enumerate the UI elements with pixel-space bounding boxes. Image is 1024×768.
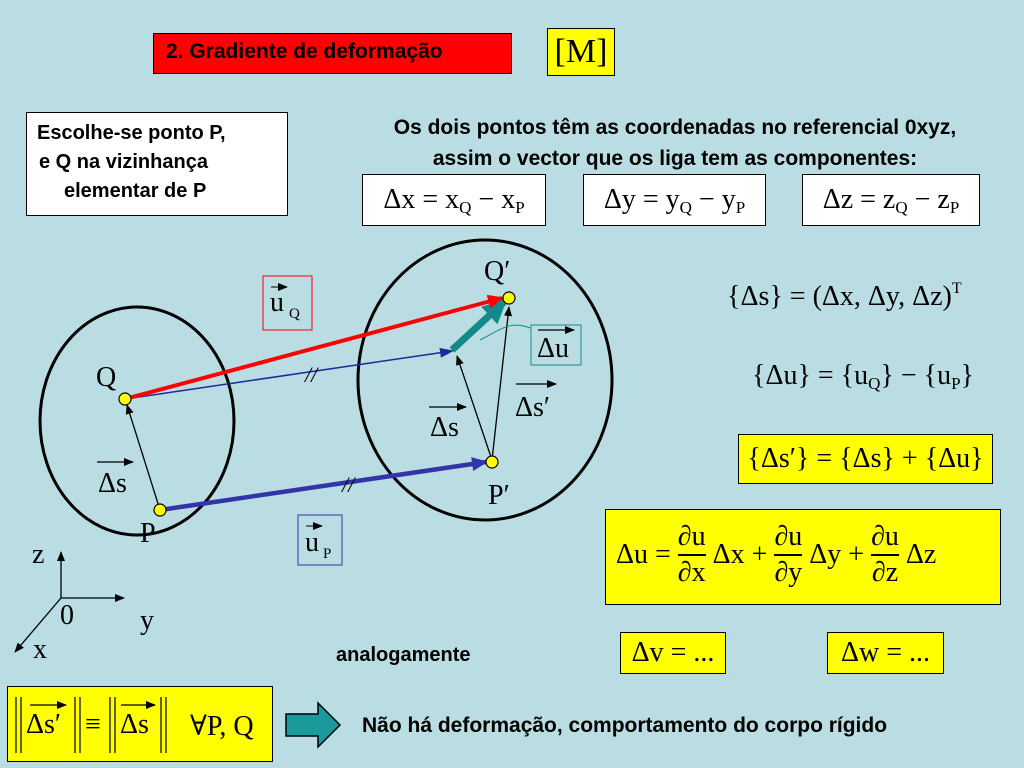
eq-dx-sub-p: P xyxy=(515,198,525,217)
delta-s-arrow xyxy=(125,404,161,511)
label-delta-s-prime: Δs′ xyxy=(515,392,550,423)
analog-text: analogamente xyxy=(336,644,471,666)
eq-gradient-term-dz: Δz xyxy=(905,539,937,570)
delta-s-prime-arrow xyxy=(491,306,512,461)
matrix-symbol: [M] xyxy=(554,33,608,70)
eq-dx-box: Δx = xQ − xP xyxy=(362,174,546,226)
fraction-du-dz-den: ∂z xyxy=(871,557,899,588)
eq-gradient-term-dy: Δy + xyxy=(809,539,865,570)
eq-delta-v: Δv = ... xyxy=(631,637,715,668)
fraction-du-dz-num: ∂u xyxy=(871,520,899,556)
eq-dy-sub-q: Q xyxy=(679,198,692,217)
axis-z-label: z xyxy=(32,539,44,570)
label-up: u xyxy=(305,527,319,558)
delta-s-copy-arrow xyxy=(456,355,493,461)
fraction-du-dx-den: ∂x xyxy=(677,557,706,588)
eq-dx-sub-q: Q xyxy=(459,198,472,217)
parallel-mark-2: // xyxy=(340,472,356,497)
fraction-du-dx: ∂u∂x xyxy=(677,520,706,590)
page-title: 2. Gradiente de deformação xyxy=(166,40,443,63)
label-uq: u xyxy=(270,287,284,318)
fraction-du-dx-num: ∂u xyxy=(677,520,706,556)
choose-line-1: Escolhe-se ponto P, xyxy=(37,122,226,144)
norm-forall: ∀P, Q xyxy=(190,711,254,742)
displacement-up-arrow xyxy=(159,457,488,513)
eq-delta-s-text: {Δs} = (Δx, Δy, Δz) xyxy=(727,281,952,312)
point-p xyxy=(153,503,167,517)
eq-delta-u-part-b: } − {u xyxy=(880,360,952,391)
norm-delta-s: Δs xyxy=(120,709,149,740)
eq-delta-u-sub-p: P xyxy=(951,374,961,393)
body-undeformed-ellipse xyxy=(38,305,236,537)
norm-delta-s-prime: Δs′ xyxy=(26,709,62,740)
axis-x-label: x xyxy=(33,634,47,665)
matrix-symbol-box: [M] xyxy=(547,28,615,76)
delta-u-connector xyxy=(479,324,531,341)
norm-equiv-symbol: ≡ xyxy=(85,709,101,740)
eq-gradient-term-dx: Δx + xyxy=(712,539,768,570)
eq-delta-w: Δw = ... xyxy=(840,637,931,668)
eq-dz-sub-q: Q xyxy=(895,198,908,217)
eq-delta-v-box: Δv = ... xyxy=(620,632,726,674)
fraction-du-dy: ∂u∂y xyxy=(774,520,803,590)
label-q-prime: Q′ xyxy=(484,256,510,287)
eq-gradient-lhs: Δu = xyxy=(616,539,671,570)
eq-norm-box: Δs′ ≡ Δs ∀P, Q xyxy=(7,686,273,762)
eq-delta-u-vector: {Δu} = {uQ} − {uP} xyxy=(752,360,974,394)
eq-delta-u-sub-q: Q xyxy=(868,374,881,393)
choose-line-3: elementar de P xyxy=(64,180,207,202)
eq-dy-box: Δy = yQ − yP xyxy=(583,174,766,226)
point-q-prime xyxy=(502,291,516,305)
label-p-prime: P′ xyxy=(488,480,510,511)
point-q xyxy=(118,392,132,406)
eq-dz-box: Δz = zQ − zP xyxy=(802,174,980,226)
intro-line-2: assim o vector que os liga tem as compon… xyxy=(432,147,918,170)
choose-line-2: e Q na vizinhança xyxy=(39,151,208,173)
axis-y-label: y xyxy=(140,605,154,636)
parallel-mark-1: // xyxy=(303,362,319,387)
eq-gradient-box: Δu = ∂u∂x Δx + ∂u∂y Δy + ∂u∂z Δz xyxy=(605,509,1001,605)
label-uq-sub: Q xyxy=(289,306,300,322)
eq-dx-mid: − x xyxy=(471,184,516,215)
eq-delta-u-part-a: {Δu} = {u xyxy=(752,360,869,391)
fraction-du-dy-num: ∂u xyxy=(774,520,803,556)
eq-delta-s-vector: {Δs} = (Δx, Δy, Δz)T xyxy=(727,280,962,313)
title-box: 2. Gradiente de deformação xyxy=(153,33,512,74)
axis-x-line xyxy=(14,597,62,653)
delta-u-arrow xyxy=(449,299,507,353)
choose-points-box: Escolhe-se ponto P, e Q na vizinhança el… xyxy=(26,112,288,216)
norm-bars xyxy=(15,697,167,753)
parallel-vector-line xyxy=(124,347,454,400)
label-up-sub: P xyxy=(323,546,331,562)
label-delta-u: Δu xyxy=(537,333,569,364)
label-delta-s-copy: Δs xyxy=(430,412,459,443)
intro-line-1: Os dois pontos têm as coordenadas no ref… xyxy=(393,116,957,139)
displacement-uq-arrow xyxy=(124,294,504,401)
eq-delta-w-box: Δw = ... xyxy=(827,632,944,674)
axis-origin-label: 0 xyxy=(60,600,74,631)
eq-delta-u-part-c: } xyxy=(960,360,974,391)
eq-dz-sub-p: P xyxy=(949,198,960,217)
label-delta-s: Δs xyxy=(98,468,127,499)
eq-dz-mid: − z xyxy=(907,184,950,215)
eq-dy-lhs: Δy = y xyxy=(603,184,680,215)
intro-text: Os dois pontos têm as coordenadas no ref… xyxy=(326,112,1024,174)
point-p-prime xyxy=(485,455,499,469)
eq-dx-lhs: Δx = x xyxy=(383,184,460,215)
label-q: Q xyxy=(96,362,116,393)
eq-delta-s-prime: {Δs′} = {Δs} + {Δu} xyxy=(747,443,984,474)
eq-dy-sub-p: P xyxy=(735,198,746,217)
fraction-du-dy-den: ∂y xyxy=(774,557,803,588)
implies-arrow-icon xyxy=(285,701,342,749)
delta-u-label-box xyxy=(530,324,582,366)
label-p: P xyxy=(140,518,156,549)
eq-delta-s-prime-box: {Δs′} = {Δs} + {Δu} xyxy=(738,434,993,484)
eq-dy-mid: − y xyxy=(691,184,736,215)
conclusion-text: Não há deformação, comportamento do corp… xyxy=(362,714,888,737)
fraction-du-dz: ∂u∂z xyxy=(871,520,899,590)
eq-delta-s-transpose: T xyxy=(951,280,962,297)
body-deformed-ellipse xyxy=(356,238,614,522)
eq-dz-lhs: Δz = z xyxy=(822,184,896,215)
